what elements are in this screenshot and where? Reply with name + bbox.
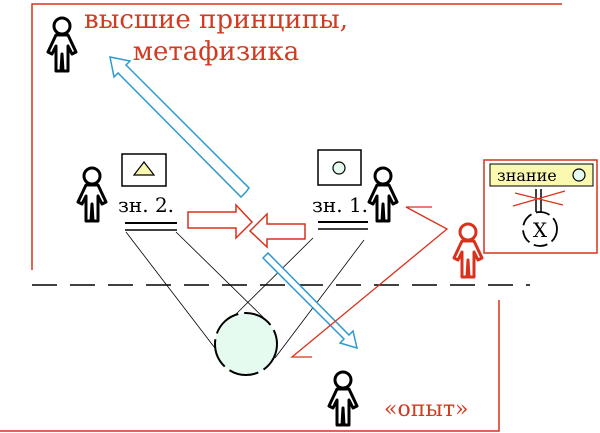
cross-out-icon xyxy=(512,190,566,207)
circle-icon xyxy=(332,161,346,175)
blue-arrow-up xyxy=(109,56,250,199)
person-icon-knowledge1 xyxy=(367,166,399,223)
projection-lines xyxy=(125,231,365,359)
metaphysics-title-line1: высшие принципы, xyxy=(84,5,348,35)
blue-arrow-down xyxy=(261,251,359,350)
experience-label: «опыт» xyxy=(384,397,469,422)
person-icon-knowledge2 xyxy=(76,166,108,223)
person-icon-top xyxy=(46,16,78,73)
image-box-circle xyxy=(317,149,362,186)
knowledge-circle-icon xyxy=(572,168,586,182)
red-arrow-left xyxy=(248,212,306,249)
red-pointer-line xyxy=(290,206,449,358)
metaphysics-title-line2: метафизика xyxy=(133,37,299,67)
person-icon-experience xyxy=(327,370,359,427)
knowledge1-label: зн. 1. xyxy=(312,193,368,217)
knowledge2-label: зн. 2. xyxy=(118,193,174,217)
metaphysics-frame xyxy=(31,3,562,270)
experience-circle xyxy=(214,312,278,376)
person-icon-red xyxy=(452,222,484,279)
red-arrow-right xyxy=(187,203,254,240)
knowledge-label-box xyxy=(489,163,594,187)
experience-frame xyxy=(0,300,500,432)
knowledge-box-label: знание xyxy=(497,166,557,185)
triangle-icon xyxy=(132,161,156,176)
unknown-circle xyxy=(522,211,558,247)
unknown-label: X xyxy=(533,218,548,242)
